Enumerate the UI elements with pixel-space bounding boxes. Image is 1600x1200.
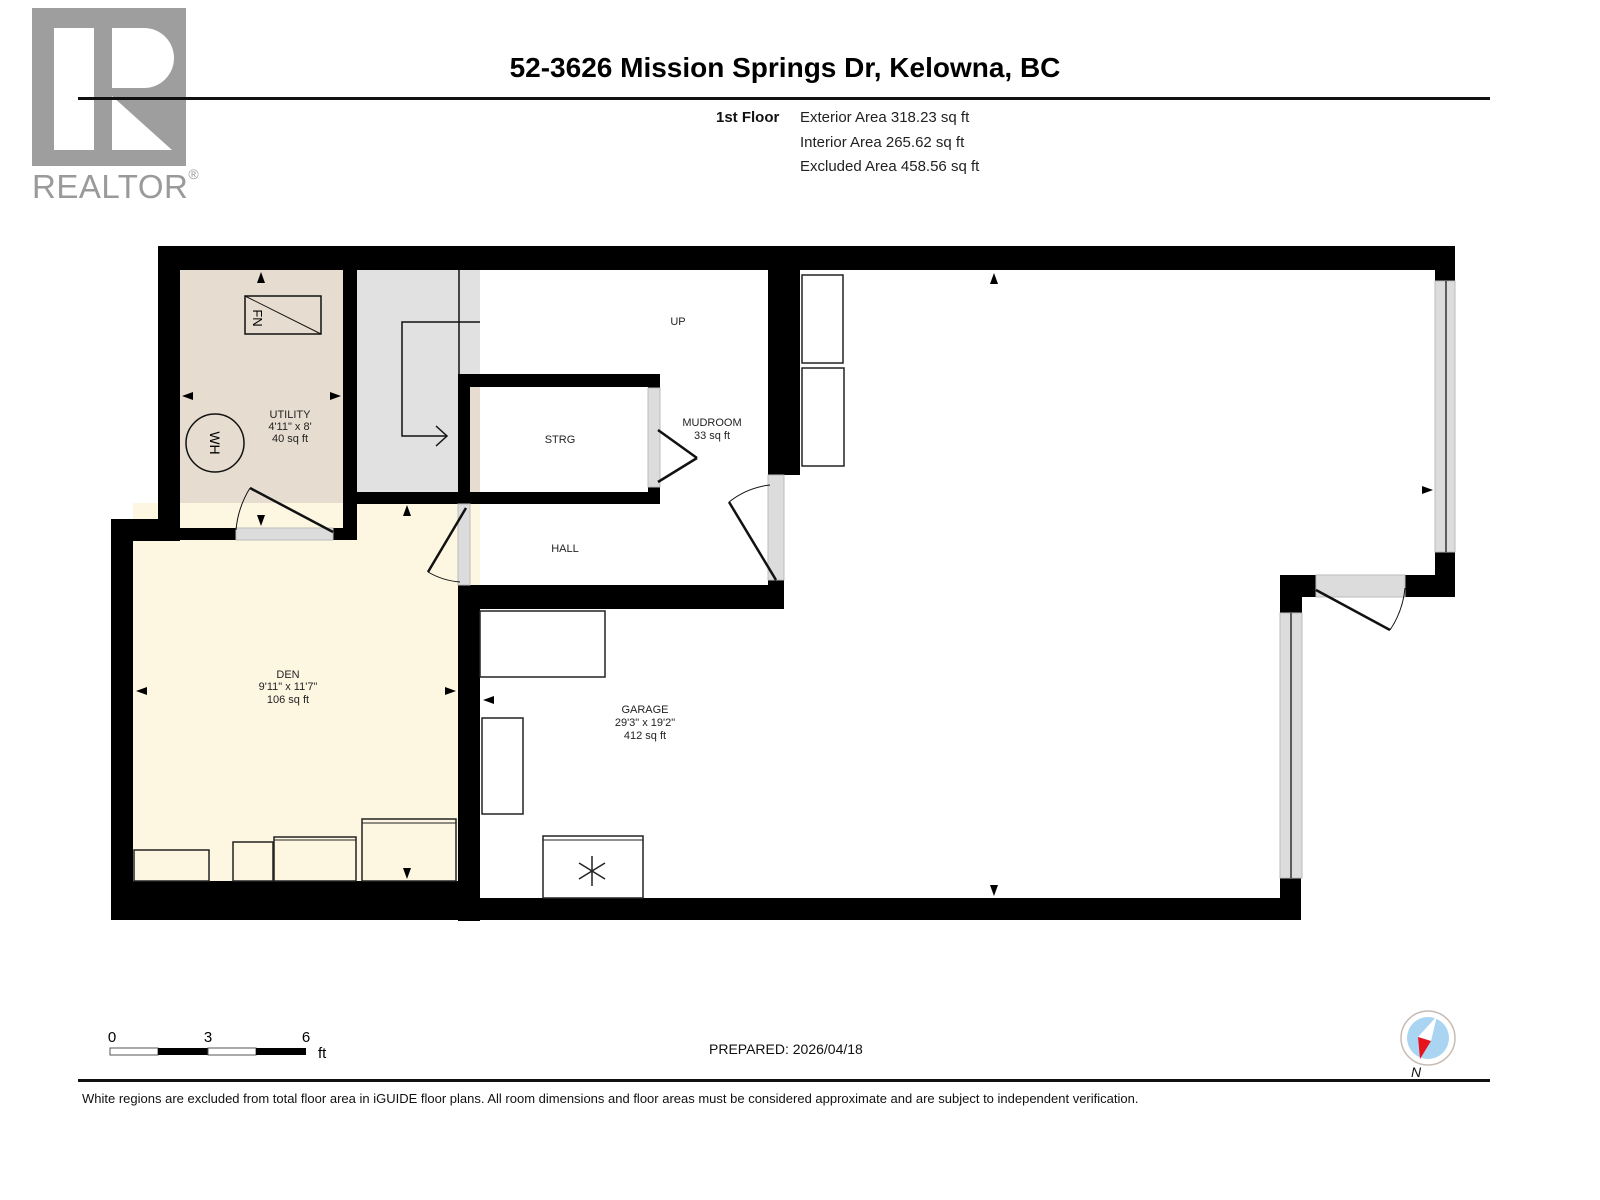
strg-name: STRG — [545, 434, 576, 446]
realtor-r-mark-icon — [32, 8, 186, 166]
dimension-arrows — [136, 272, 1433, 896]
north-compass-icon — [1400, 1010, 1456, 1066]
utility-area: 40 sq ft — [272, 433, 308, 445]
registered-mark: ® — [188, 166, 200, 182]
stairs-up-label: UP — [670, 316, 685, 328]
water-heater-icon — [185, 413, 245, 473]
den — [133, 503, 458, 881]
page-title: 52-3626 Mission Springs Dr, Kelowna, BC — [509, 52, 1061, 83]
utility-name: UTILITY — [270, 409, 312, 421]
header-divider — [78, 97, 1490, 100]
footer-divider — [78, 1079, 1490, 1082]
den-dims: 9'11" x 11'7" — [259, 681, 318, 693]
hall-name: HALL — [551, 543, 579, 555]
garage-area: 412 sq ft — [624, 730, 666, 742]
garage-furniture — [479, 274, 845, 899]
north-label: N — [1411, 1064, 1422, 1080]
prepared-date: PREPARED: 2026/04/18 — [709, 1041, 863, 1057]
mudroom-area: 33 sq ft — [694, 430, 730, 442]
scale-tick-6: 6 — [302, 1029, 310, 1046]
disclaimer: White regions are excluded from total fl… — [82, 1091, 1139, 1106]
realtor-logo: REALTOR® — [32, 8, 202, 208]
doors — [235, 428, 1406, 632]
garage-dims: 29'3" x 19'2" — [615, 717, 675, 729]
den-furniture — [133, 818, 457, 882]
den-name: DEN — [276, 669, 299, 681]
den-area: 106 sq ft — [267, 694, 309, 706]
interior-area: Interior Area 265.62 sq ft — [800, 134, 965, 151]
scale-tick-0: 0 — [108, 1029, 116, 1046]
freezer-snowflake-icon — [578, 856, 606, 886]
garage-name: GARAGE — [621, 704, 668, 716]
exterior-area: Exterior Area 318.23 sq ft — [800, 109, 970, 126]
scale-unit: ft — [318, 1045, 327, 1062]
scale-tick-3: 3 — [204, 1029, 212, 1046]
floor-label: 1st Floor — [716, 109, 780, 126]
realtor-logo-text: REALTOR — [32, 168, 189, 205]
mudroom-name: MUDROOM — [682, 417, 741, 429]
furnace-label: FN — [250, 309, 265, 326]
scale-bar — [109, 1047, 306, 1056]
excluded-area: Excluded Area 458.56 sq ft — [800, 158, 980, 175]
furnace-icon — [244, 295, 322, 335]
utility-dims: 4'11" x 8' — [268, 421, 311, 433]
water-heater-label: WH — [207, 431, 223, 454]
walls — [111, 246, 1455, 921]
